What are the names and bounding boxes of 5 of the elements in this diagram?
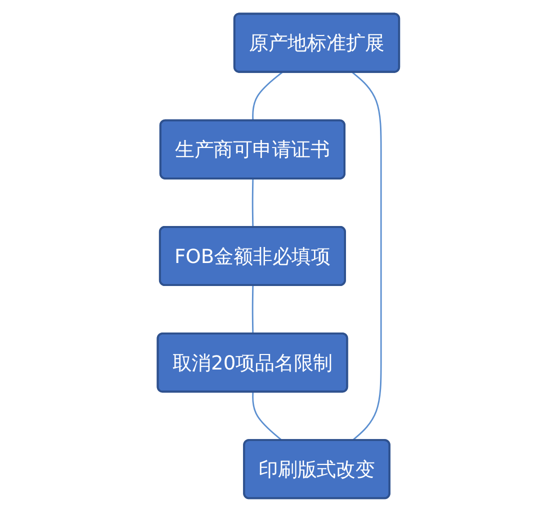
connector: [351, 72, 382, 442]
connector: [252, 392, 282, 442]
connector: [251, 286, 254, 334]
connector: [252, 72, 282, 121]
connector: [251, 178, 254, 228]
